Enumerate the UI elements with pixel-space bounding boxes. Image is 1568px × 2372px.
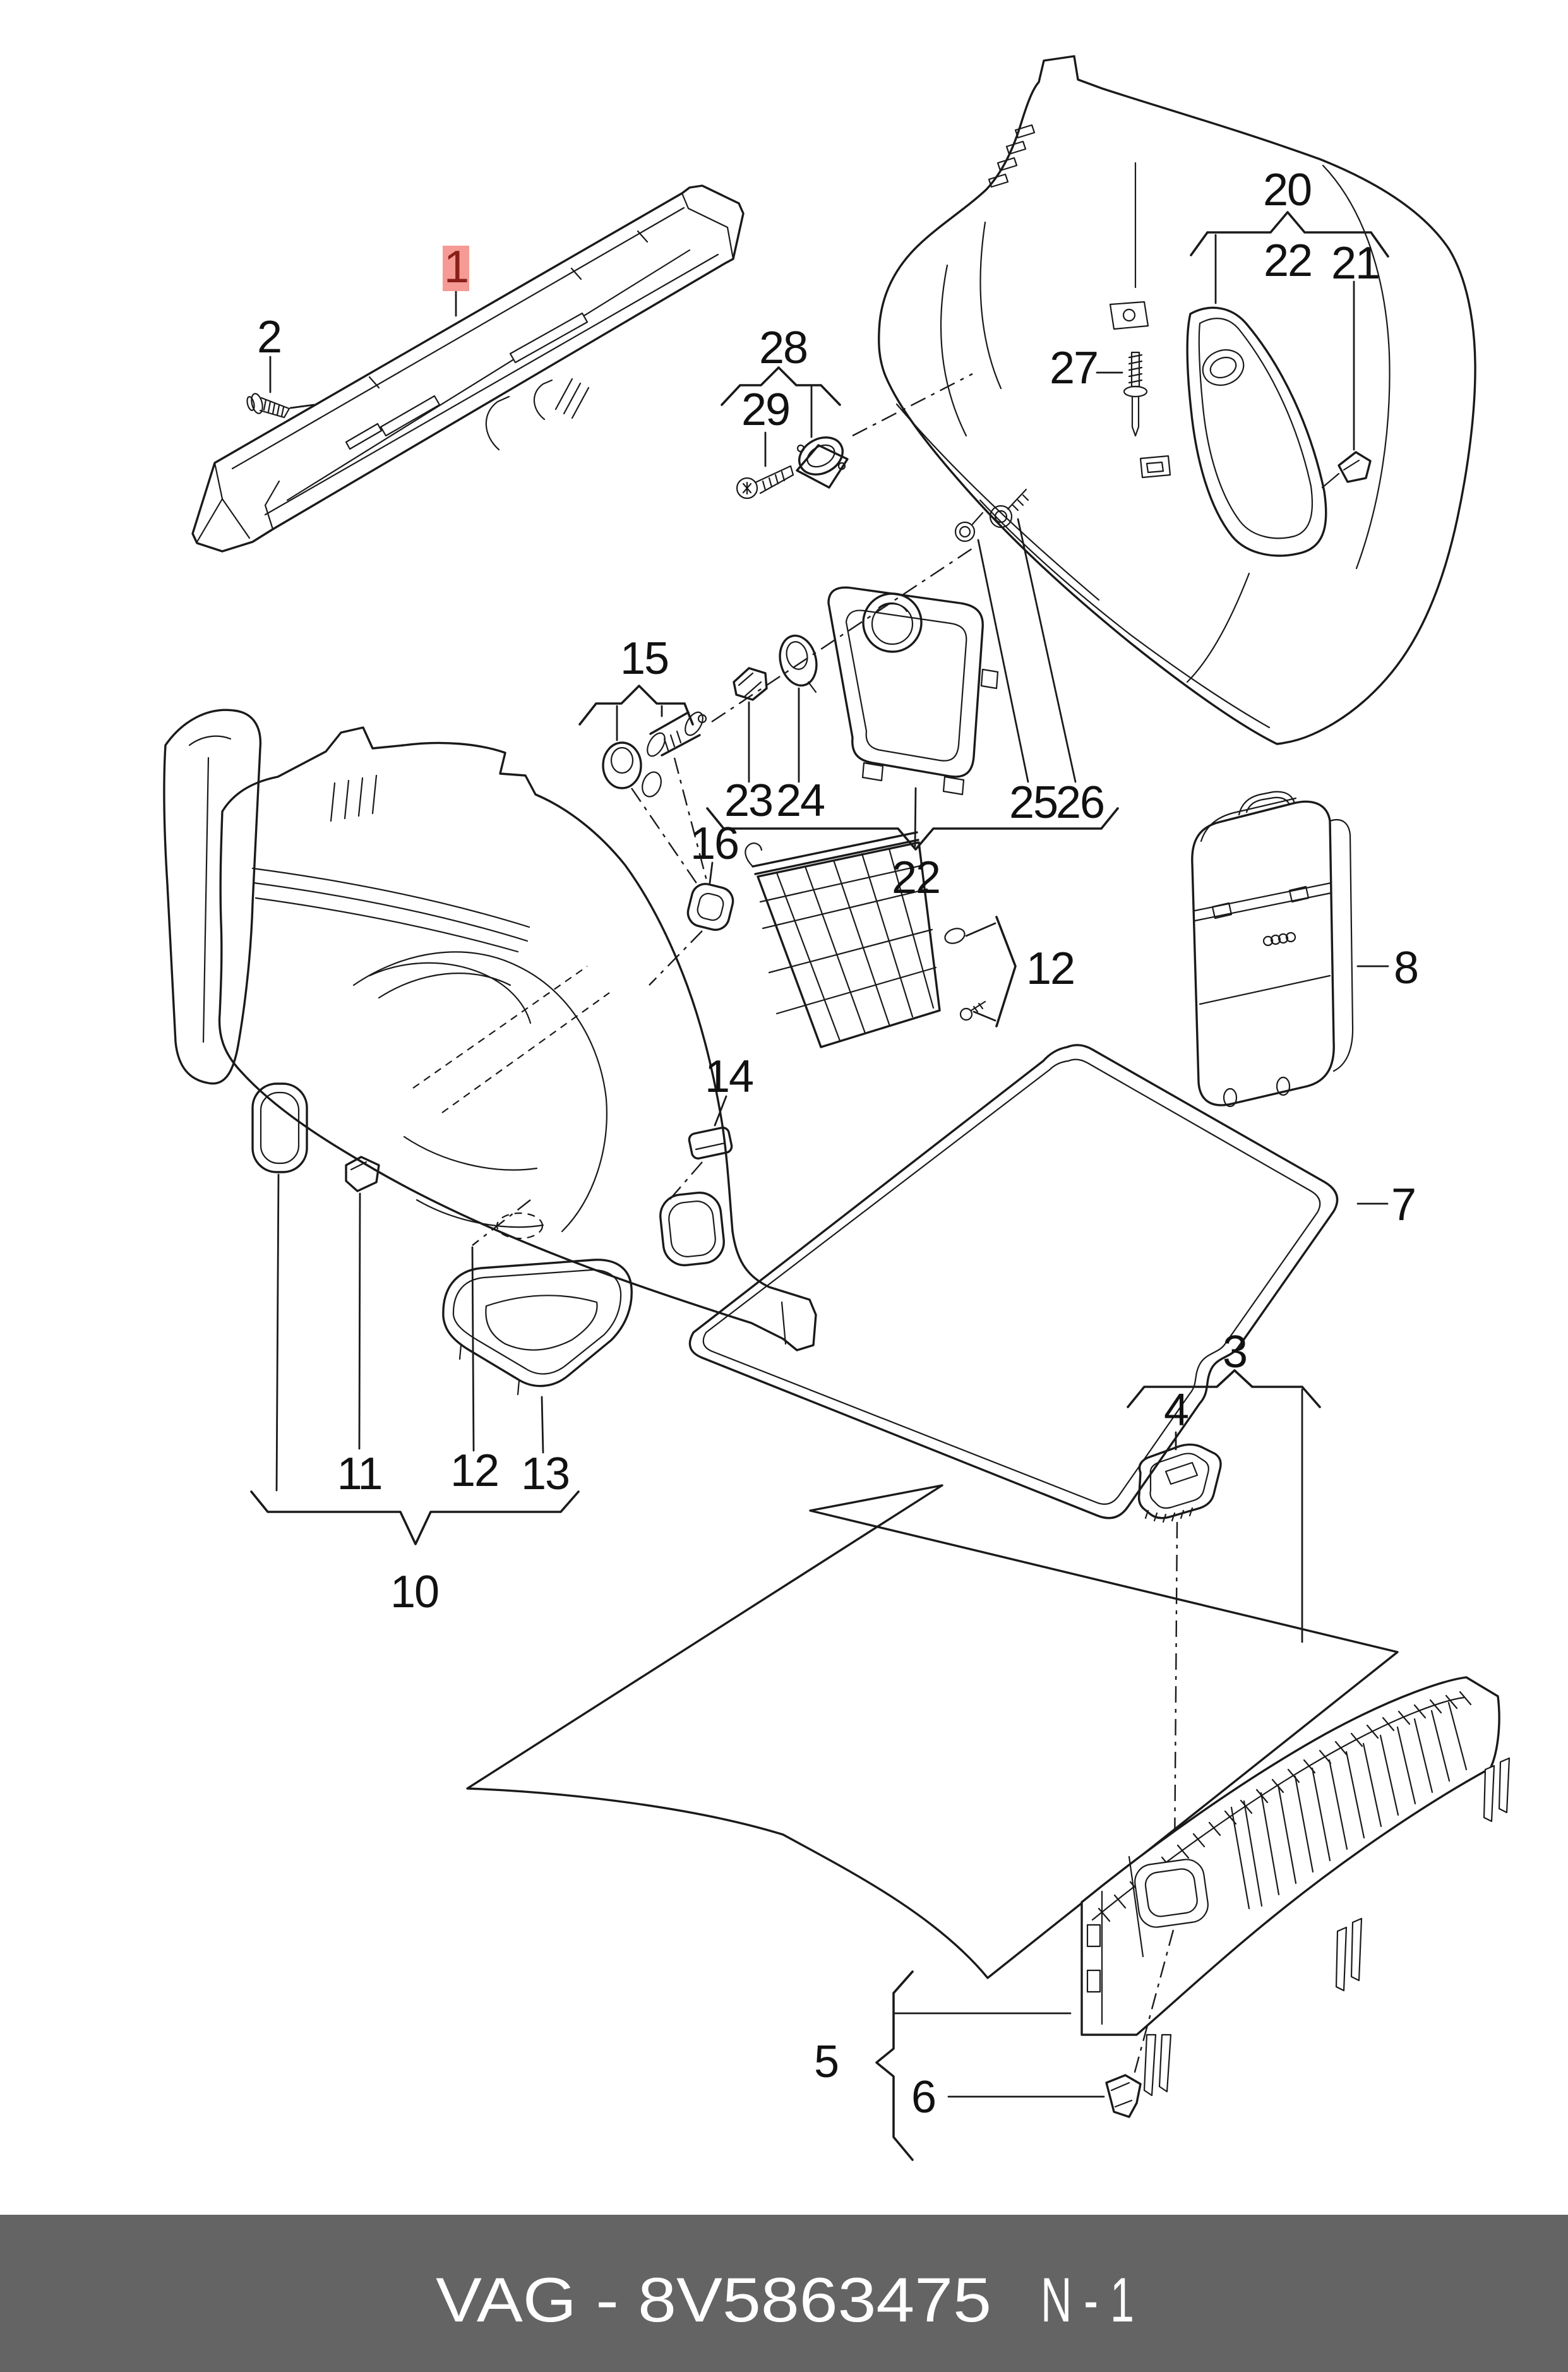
svg-text:26: 26: [1056, 777, 1104, 828]
part-first-aid-box: [1191, 791, 1354, 1108]
svg-text:22: 22: [892, 853, 940, 903]
callout-26[interactable]: 26: [1056, 777, 1105, 828]
part-right-trim-panel: [878, 55, 1476, 745]
callout-3[interactable]: 3: [1223, 1327, 1248, 1377]
callout-6[interactable]: 6: [911, 2072, 937, 2123]
part-left-trim-panel: [163, 709, 817, 1351]
part-tiedown-hook: [796, 373, 973, 489]
callout-23[interactable]: 23: [724, 776, 774, 826]
callout-8[interactable]: 8: [1394, 943, 1419, 993]
callout-14[interactable]: 14: [705, 1051, 754, 1102]
svg-text:25: 25: [1009, 777, 1057, 828]
part-storage-tray: [442, 1259, 633, 1396]
footer-page-ref: N - 1: [1041, 2265, 1134, 2335]
svg-text:23: 23: [724, 776, 772, 826]
part-grommet-16: [649, 882, 734, 986]
svg-text:28: 28: [759, 323, 807, 373]
svg-text:24: 24: [776, 776, 824, 826]
svg-text:6: 6: [911, 2072, 935, 2123]
callout-28[interactable]: 28: [759, 323, 808, 373]
part-fittings-25-26: [954, 488, 1029, 542]
callout-22b[interactable]: 22: [892, 853, 941, 903]
callout-25[interactable]: 25: [1009, 777, 1058, 828]
part-hatch-bezel: [711, 546, 999, 796]
svg-text:22: 22: [1264, 236, 1312, 286]
callout-15[interactable]: 15: [620, 633, 669, 684]
part-rear-trim-strip: [191, 184, 745, 553]
svg-text:14: 14: [705, 1051, 753, 1102]
svg-text:16: 16: [690, 818, 738, 869]
callout-27[interactable]: 27: [1050, 343, 1099, 393]
callout-24[interactable]: 24: [776, 776, 825, 826]
callout-13[interactable]: 13: [521, 1449, 570, 1499]
svg-text:11: 11: [337, 1449, 382, 1499]
svg-text:3: 3: [1223, 1327, 1247, 1377]
part-loading-floor: [466, 1484, 1399, 1979]
callout-10[interactable]: 10: [390, 1567, 440, 1617]
callout-21[interactable]: 21: [1331, 238, 1380, 289]
callout-12-net[interactable]: 12: [1026, 943, 1075, 994]
svg-text:8: 8: [1394, 943, 1418, 993]
callout-16[interactable]: 16: [690, 818, 739, 869]
footer-bar: VAG - 8V5863475 N - 1: [0, 2215, 1568, 2372]
callout-1[interactable]: 1: [443, 242, 469, 292]
callout-12[interactable]: 12: [450, 1446, 500, 1496]
callout-1-highlight: [443, 246, 469, 291]
svg-text:12: 12: [1026, 943, 1074, 994]
callout-4[interactable]: 4: [1164, 1385, 1189, 1435]
svg-text:7: 7: [1391, 1180, 1415, 1230]
callout-2[interactable]: 2: [257, 312, 282, 362]
part-grommet-24: [779, 634, 818, 693]
svg-text:10: 10: [390, 1567, 438, 1617]
part-screw-2: [246, 393, 315, 419]
svg-text:20: 20: [1263, 165, 1311, 215]
part-loading-edge-strip: [1080, 1676, 1511, 2097]
part-clip-6: [1105, 2074, 1142, 2118]
callout-5[interactable]: 5: [814, 2037, 839, 2087]
svg-text:29: 29: [741, 385, 789, 435]
svg-text:13: 13: [521, 1449, 569, 1499]
callout-20[interactable]: 20: [1263, 165, 1312, 215]
svg-text:4: 4: [1164, 1385, 1188, 1435]
svg-text:15: 15: [620, 633, 668, 684]
part-cap-14: [669, 1126, 733, 1201]
callout-22[interactable]: 22: [1264, 236, 1313, 286]
callout-29[interactable]: 29: [741, 385, 791, 435]
footer-background: [0, 2215, 1568, 2372]
leader-lines: [250, 211, 1389, 2161]
part-trunk-mat: [688, 1044, 1339, 1519]
svg-text:5: 5: [814, 2037, 838, 2087]
svg-text:2: 2: [257, 312, 281, 362]
part-luggage-net: [745, 831, 986, 1048]
part-clip-23: [733, 667, 768, 701]
part-clip-21: [1321, 451, 1372, 489]
callout-7[interactable]: 7: [1391, 1180, 1416, 1230]
svg-text:21: 21: [1331, 238, 1379, 289]
footer-part-code: VAG - 8V5863475: [436, 2265, 991, 2335]
callout-1-label: 1: [444, 242, 468, 292]
part-screw-27: [1123, 162, 1148, 437]
callout-11[interactable]: 11: [337, 1449, 383, 1499]
part-handle-insert: [1137, 1443, 1222, 1523]
part-socket-15: [602, 711, 709, 885]
part-screw-29: [736, 465, 794, 500]
svg-text:27: 27: [1050, 343, 1098, 393]
part-clip-11: [345, 1156, 380, 1192]
svg-text:12: 12: [450, 1446, 498, 1496]
